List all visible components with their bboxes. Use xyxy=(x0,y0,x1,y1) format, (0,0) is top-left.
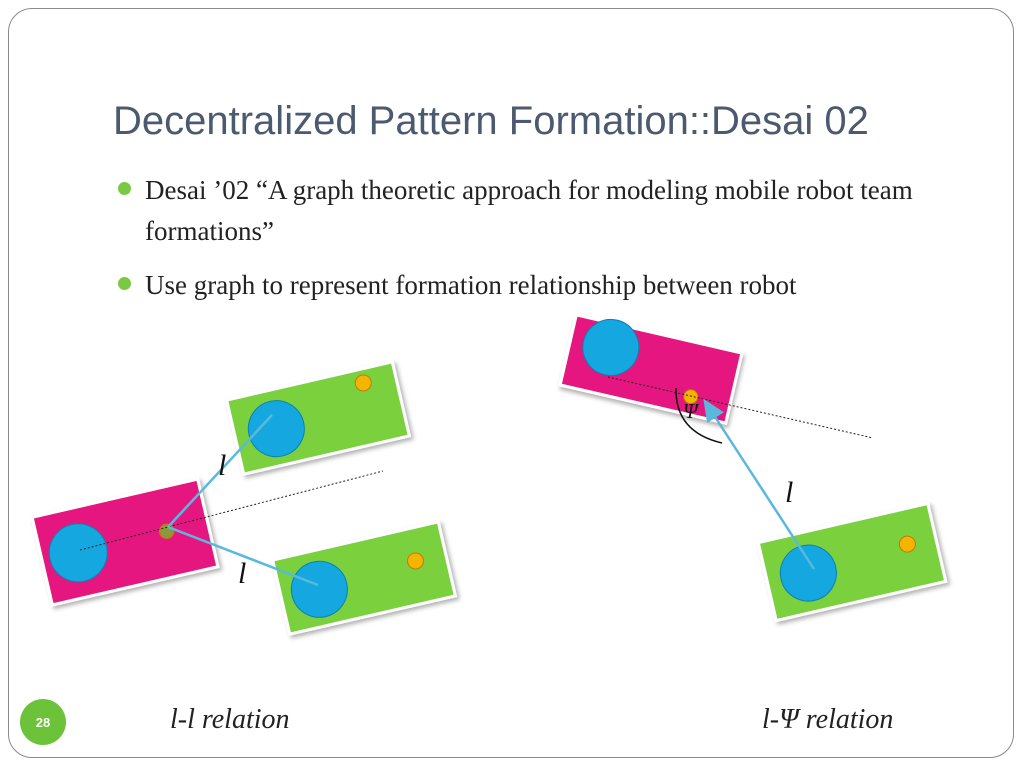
angle-label-psi: Ψ xyxy=(683,399,700,423)
link-line-left-lower xyxy=(167,525,319,587)
slide-title: Decentralized Pattern Formation::Desai 0… xyxy=(113,99,869,143)
angle-arc xyxy=(675,387,723,444)
wheel-icon xyxy=(247,400,305,458)
link-line-left-upper xyxy=(167,414,273,528)
leader-robot-left xyxy=(30,477,220,607)
follower-robot-left-lower xyxy=(270,520,458,636)
page-number: 28 xyxy=(35,714,51,730)
bullet-item-1: Desai ’02 “A graph theoretic approach fo… xyxy=(112,170,982,252)
bullet-item-2: Use graph to represent formation relatio… xyxy=(112,265,982,306)
leader-robot-right xyxy=(558,313,744,425)
caption-l-psi-relation: l-Ψ relation xyxy=(762,704,894,735)
follower-robot-right xyxy=(756,501,948,623)
heading-line-right xyxy=(607,376,874,439)
caption-l-l-relation: l-l relation xyxy=(170,704,290,735)
wheel-icon xyxy=(582,318,640,376)
heading-line-left xyxy=(79,470,384,551)
follower-robot-left-upper xyxy=(224,360,412,476)
right-diagram: Ψ l xyxy=(558,313,948,623)
bullet-dot-icon xyxy=(118,277,131,290)
slide-frame xyxy=(8,8,1014,758)
distance-label-right: l xyxy=(785,476,793,509)
marker-dot-icon xyxy=(406,552,424,570)
wheel-icon xyxy=(779,544,837,602)
bullet-text-1: Desai ’02 “A graph theoretic approach fo… xyxy=(145,175,913,246)
bullet-dot-icon xyxy=(118,182,131,195)
page-number-badge: 28 xyxy=(20,699,66,745)
left-diagram: l l xyxy=(30,360,458,636)
bullet-text-2: Use graph to represent formation relatio… xyxy=(145,270,797,300)
wheel-icon xyxy=(48,523,108,583)
bullet-list: Desai ’02 “A graph theoretic approach fo… xyxy=(112,170,982,319)
distance-label-left-upper: l xyxy=(218,449,226,482)
link-arrow-right xyxy=(703,398,816,570)
marker-dot-icon xyxy=(898,535,916,553)
marker-dot-icon xyxy=(354,374,372,392)
distance-label-left-lower: l xyxy=(238,557,246,590)
marker-dot-icon xyxy=(683,389,699,405)
wheel-icon xyxy=(290,560,348,618)
